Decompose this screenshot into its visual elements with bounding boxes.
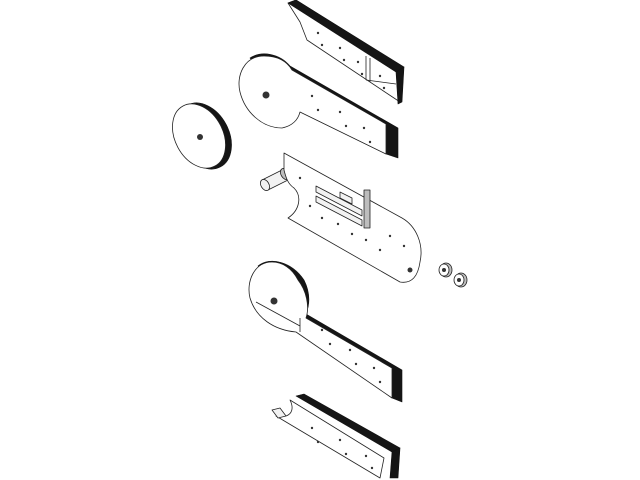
nut-right xyxy=(453,272,468,288)
top-rail xyxy=(287,0,405,105)
lower-arm xyxy=(248,260,403,403)
center-plate xyxy=(283,152,422,283)
disc xyxy=(172,102,232,170)
bottom-rail xyxy=(271,393,401,479)
upper-arm xyxy=(238,53,399,159)
nut-left xyxy=(438,262,453,278)
